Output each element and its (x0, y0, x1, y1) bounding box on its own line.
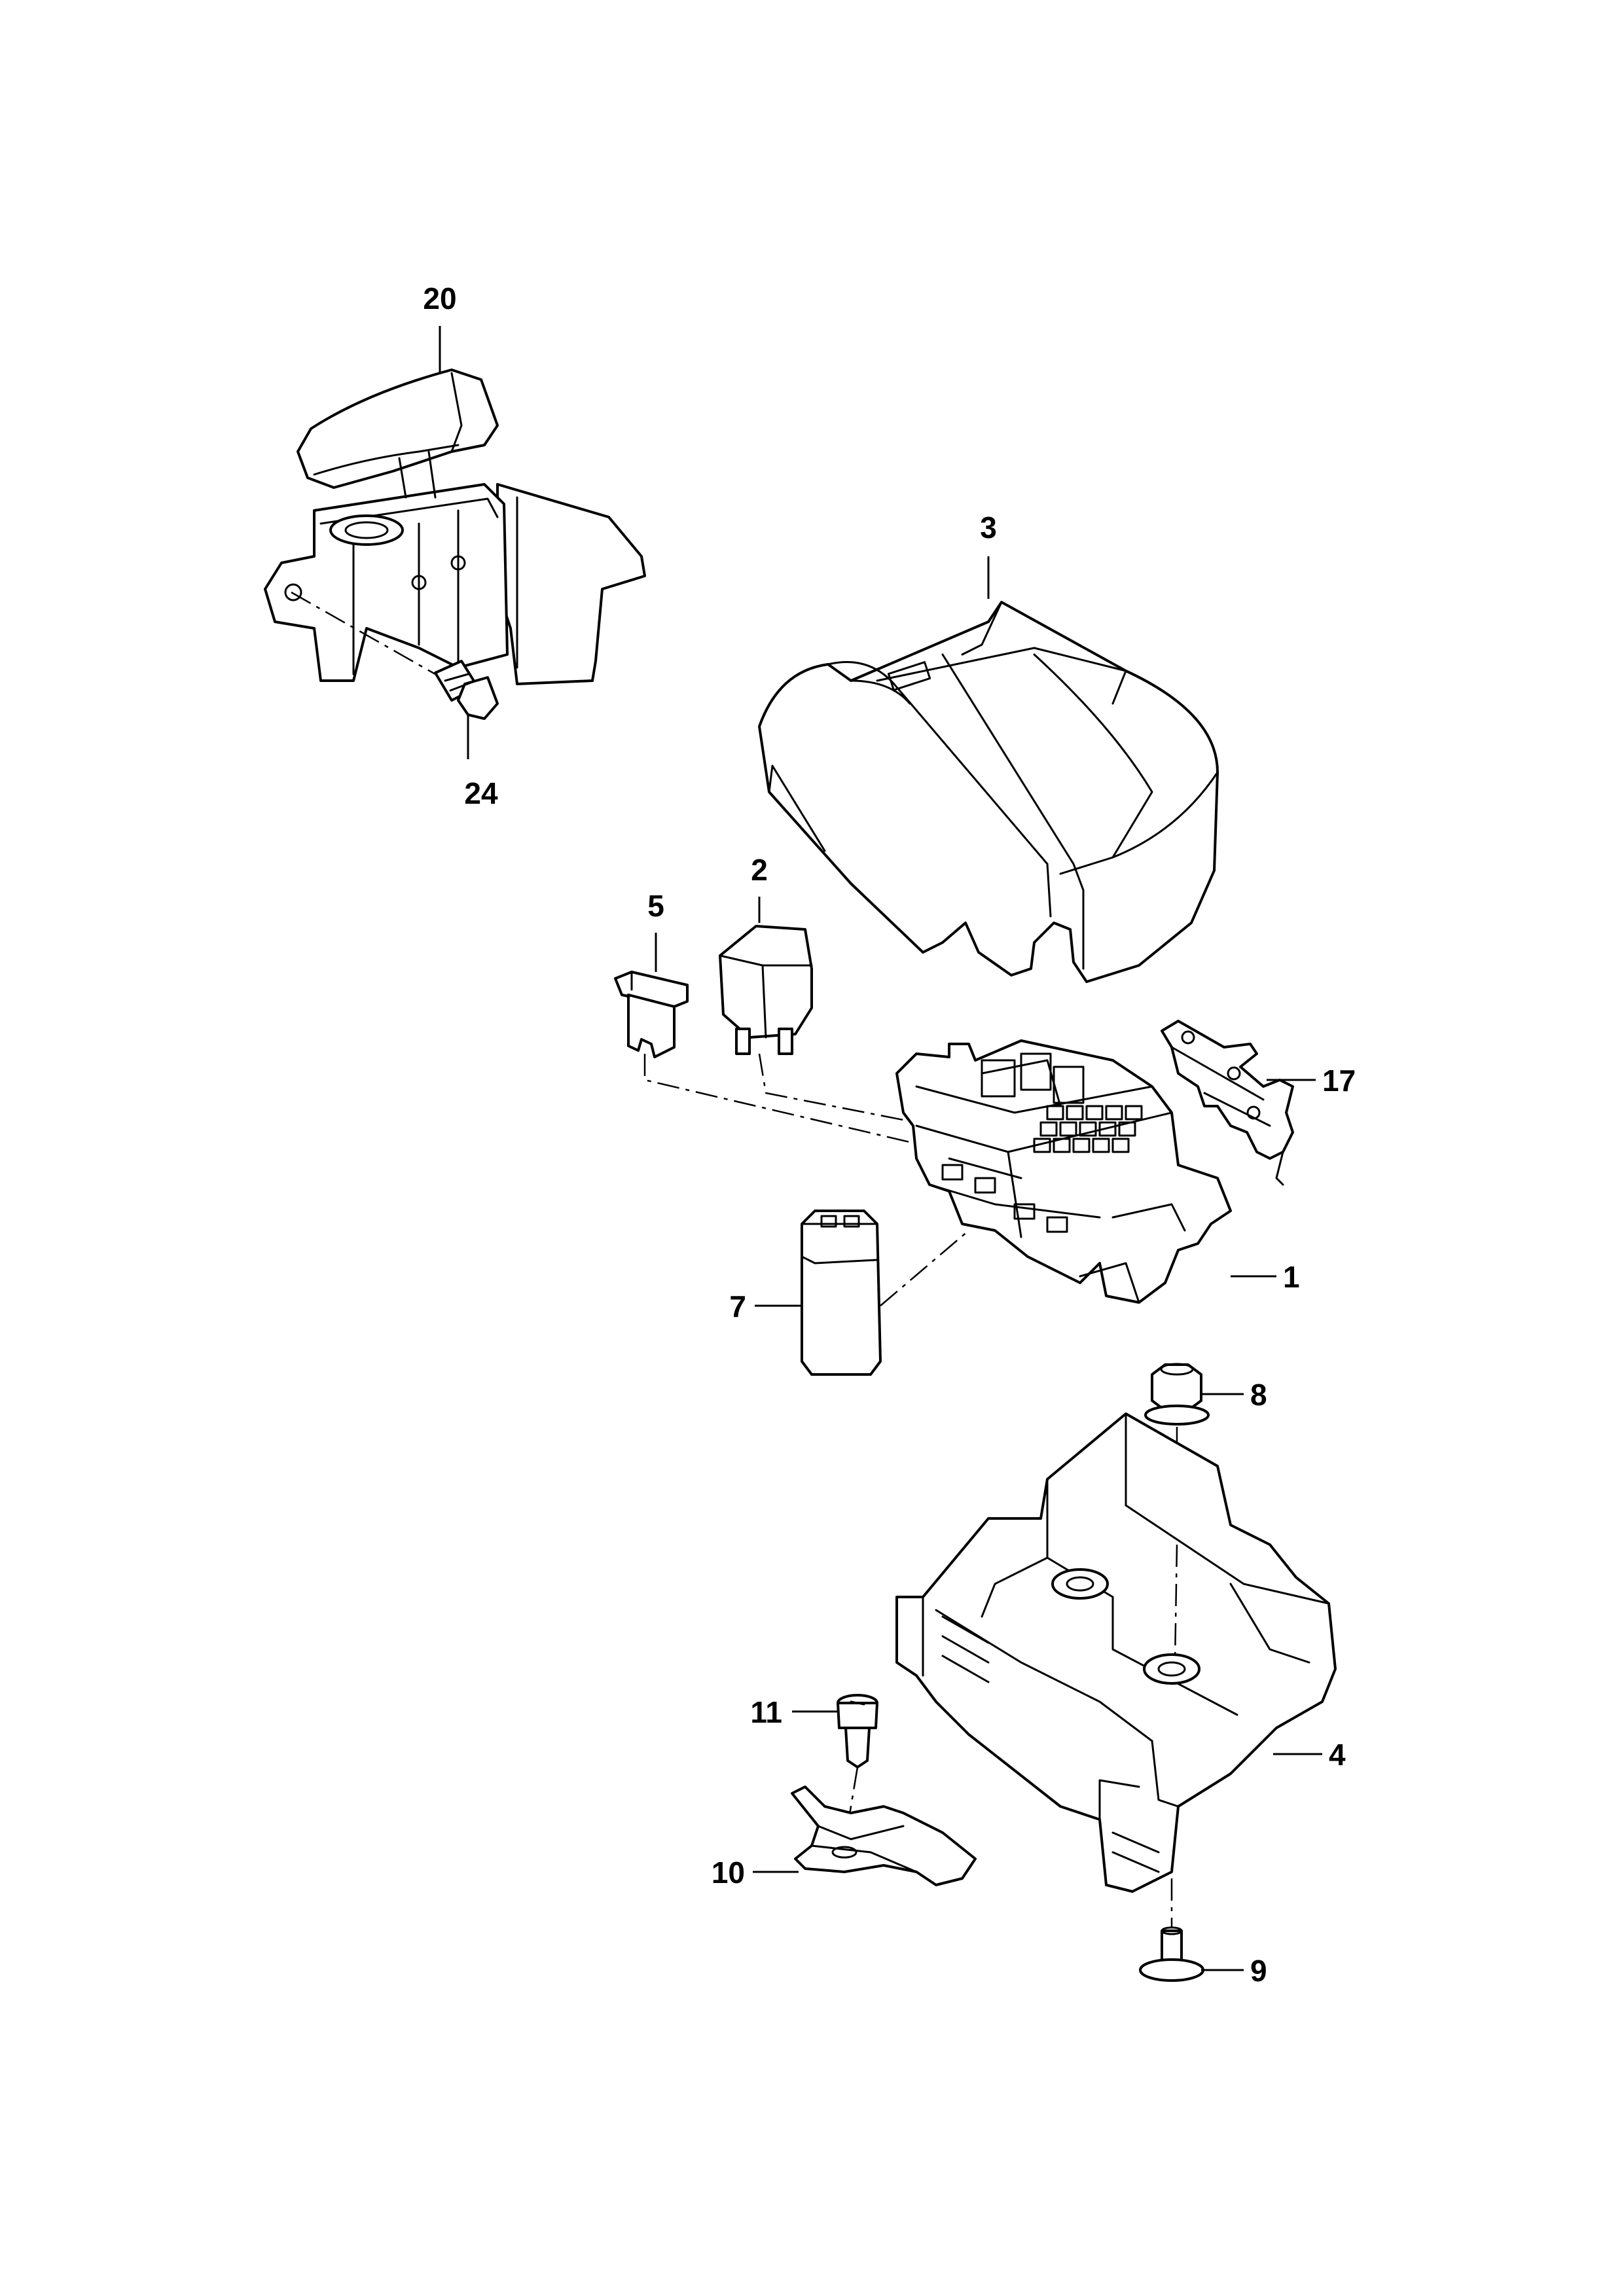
callout-11: 11 (750, 1695, 782, 1729)
callout-20: 20 (423, 281, 456, 315)
callout-17: 17 (1322, 1064, 1356, 1098)
callout-4: 4 (1329, 1738, 1346, 1772)
part-5-fuse (614, 971, 911, 1143)
part-20-bracket-cover (264, 368, 646, 685)
callout-7: 7 (729, 1289, 746, 1323)
part-24-bolt (291, 591, 499, 720)
callout-labels: 20 24 3 2 5 17 1 7 8 4 9 11 10 (423, 281, 1356, 1988)
part-1-fuse-box (895, 1039, 1232, 1304)
part-10-clip (791, 1785, 977, 1886)
part-17-bracket (1161, 1020, 1294, 1186)
part-3-cover (758, 601, 1219, 983)
callout-2: 2 (751, 853, 768, 887)
part-7-maxi-fuse (801, 1210, 969, 1376)
callout-5: 5 (647, 889, 664, 923)
callout-1: 1 (1283, 1260, 1300, 1294)
part-9-bolt (1139, 1878, 1204, 1982)
callout-3: 3 (980, 511, 997, 545)
fuse-grid (1033, 1105, 1143, 1153)
callout-8: 8 (1250, 1378, 1267, 1412)
part-11-screw (837, 1694, 878, 1846)
leader-lines (439, 326, 1322, 1971)
part-2-relay (719, 925, 917, 1124)
callout-24: 24 (464, 776, 498, 810)
part-4-base-bracket (895, 1412, 1337, 1893)
callout-9: 9 (1250, 1954, 1267, 1988)
callout-10: 10 (712, 1856, 745, 1890)
